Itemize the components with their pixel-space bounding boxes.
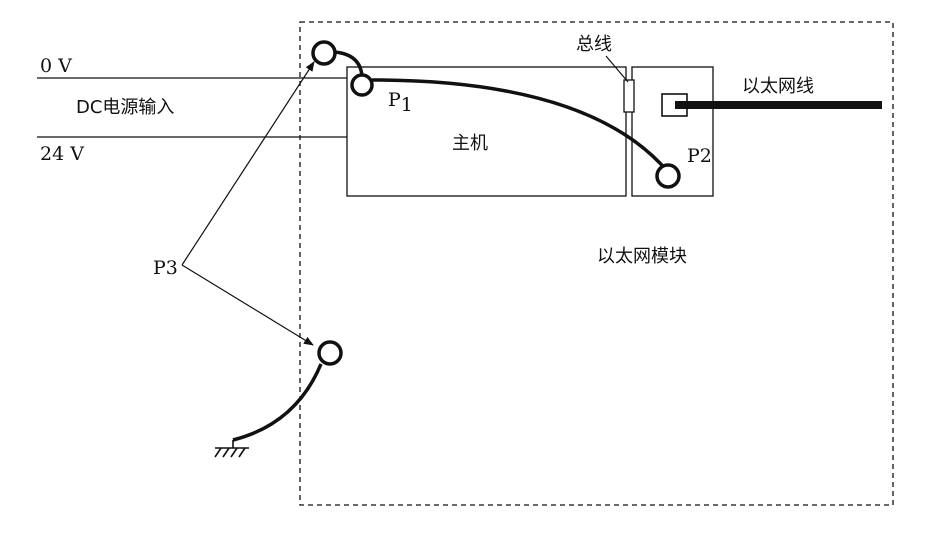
bus-leader bbox=[605, 55, 629, 83]
host-box bbox=[346, 66, 627, 197]
p2-label: P2 bbox=[687, 145, 712, 167]
ethernet-module-box bbox=[631, 66, 714, 197]
ethernet-module-label: 以太网模块 bbox=[597, 246, 687, 267]
v24-label: 24 V bbox=[40, 143, 84, 165]
bus-connector bbox=[623, 79, 635, 113]
p3-lower-terminal bbox=[317, 340, 343, 366]
bus-label: 总线 bbox=[576, 34, 612, 55]
dc-input-label: DC电源输入 bbox=[76, 97, 174, 118]
p1-subscript: 1 bbox=[401, 94, 413, 116]
p1-p2-ground-wire bbox=[371, 78, 670, 174]
p2-terminal bbox=[655, 163, 681, 189]
p3-lower-ground-wire bbox=[232, 363, 323, 442]
p3-label: P3 bbox=[153, 257, 178, 279]
p1-letter: P bbox=[388, 89, 401, 111]
p3-upper-jumper bbox=[333, 50, 364, 77]
cabinet-boundary bbox=[299, 21, 894, 506]
p1-terminal bbox=[350, 73, 374, 97]
p3-upper-terminal bbox=[311, 40, 337, 66]
p3-arrow-lower bbox=[181, 264, 314, 346]
ethernet-cable-label: 以太网线 bbox=[742, 76, 814, 97]
p3-arrow-upper bbox=[181, 61, 315, 266]
zero-v-label: 0 V bbox=[40, 55, 72, 77]
host-label: 主机 bbox=[452, 133, 488, 154]
p1-label: P1 bbox=[388, 89, 413, 116]
ground-icon bbox=[214, 440, 249, 458]
